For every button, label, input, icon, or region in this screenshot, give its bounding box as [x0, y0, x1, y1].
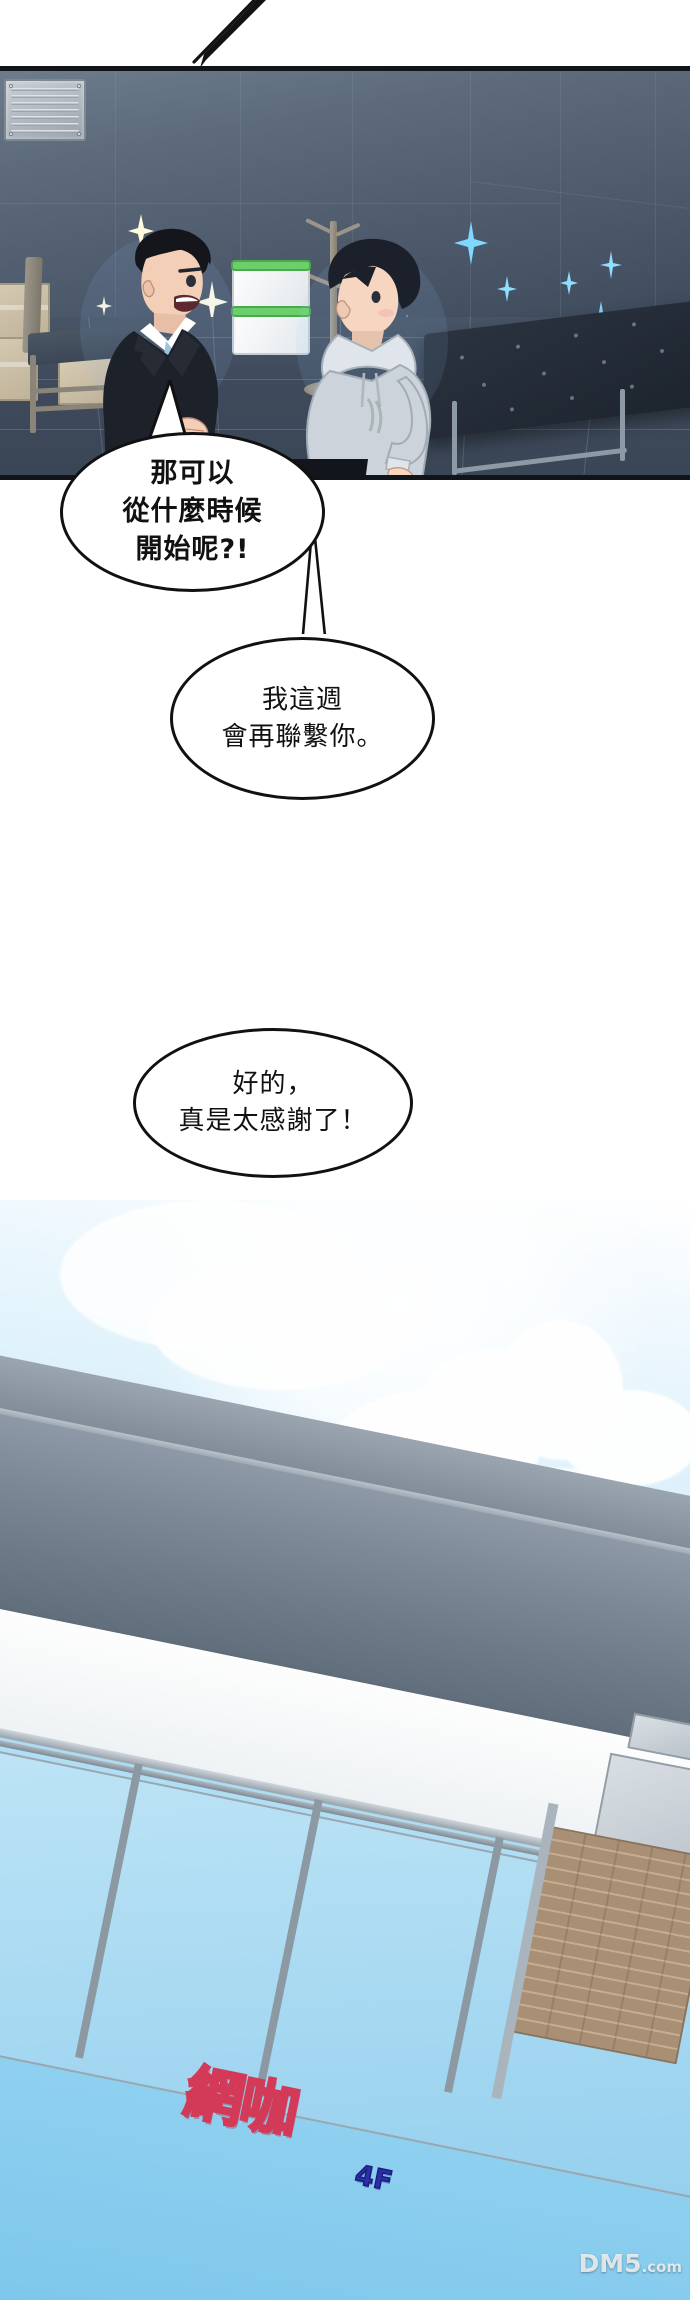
sparkle-icon: [96, 296, 112, 316]
interior-room-panel: [0, 66, 690, 480]
speech-bubble-question-text: 那可以 從什麼時候 開始呢?!: [122, 457, 263, 566]
site-watermark: DM5.com: [578, 2249, 682, 2278]
cloud: [60, 1200, 360, 1350]
storage-container: [231, 306, 311, 355]
ink-stroke-icon: [192, 0, 266, 68]
sparkle-icon: [128, 214, 154, 248]
storage-container: [231, 260, 311, 309]
sparkle-icon: [600, 251, 622, 279]
speech-bubble-contact: 我這週 會再聯繫你。: [170, 637, 435, 800]
chair-leg: [30, 355, 36, 433]
top-white-margin: [0, 0, 690, 68]
wall-vent-icon: [4, 79, 86, 141]
character-hoodie-youth-legs: [290, 459, 368, 475]
speech-bubble-contact-text: 我這週 會再聯繫你。: [221, 684, 384, 752]
sparkle-icon: [560, 271, 578, 295]
speech-bubble-question: 那可以 從什麼時候 開始呢?!: [60, 432, 325, 592]
site-watermark-name: DM5: [578, 2249, 642, 2278]
floor-number-label: 4F: [352, 2159, 396, 2198]
container-lid: [231, 260, 311, 271]
sparkle-icon: [196, 281, 228, 323]
exterior-building-panel: 網咖 4F DM5.com: [0, 1200, 690, 2300]
container-lid: [231, 306, 311, 317]
coat-rack: [330, 221, 337, 391]
character-hoodie-youth: [296, 238, 448, 475]
speech-bubble-thanks: 好的， 真是太感謝了！: [133, 1028, 413, 1178]
box-tape: [0, 361, 36, 367]
bench-leg: [620, 389, 625, 461]
sparkle-icon: [497, 276, 517, 302]
site-watermark-suffix: .com: [641, 2258, 682, 2276]
speech-bubble-thanks-text: 好的， 真是太感謝了！: [178, 1069, 368, 1136]
bench-leg: [452, 401, 457, 475]
sparkle-icon: [454, 221, 488, 265]
